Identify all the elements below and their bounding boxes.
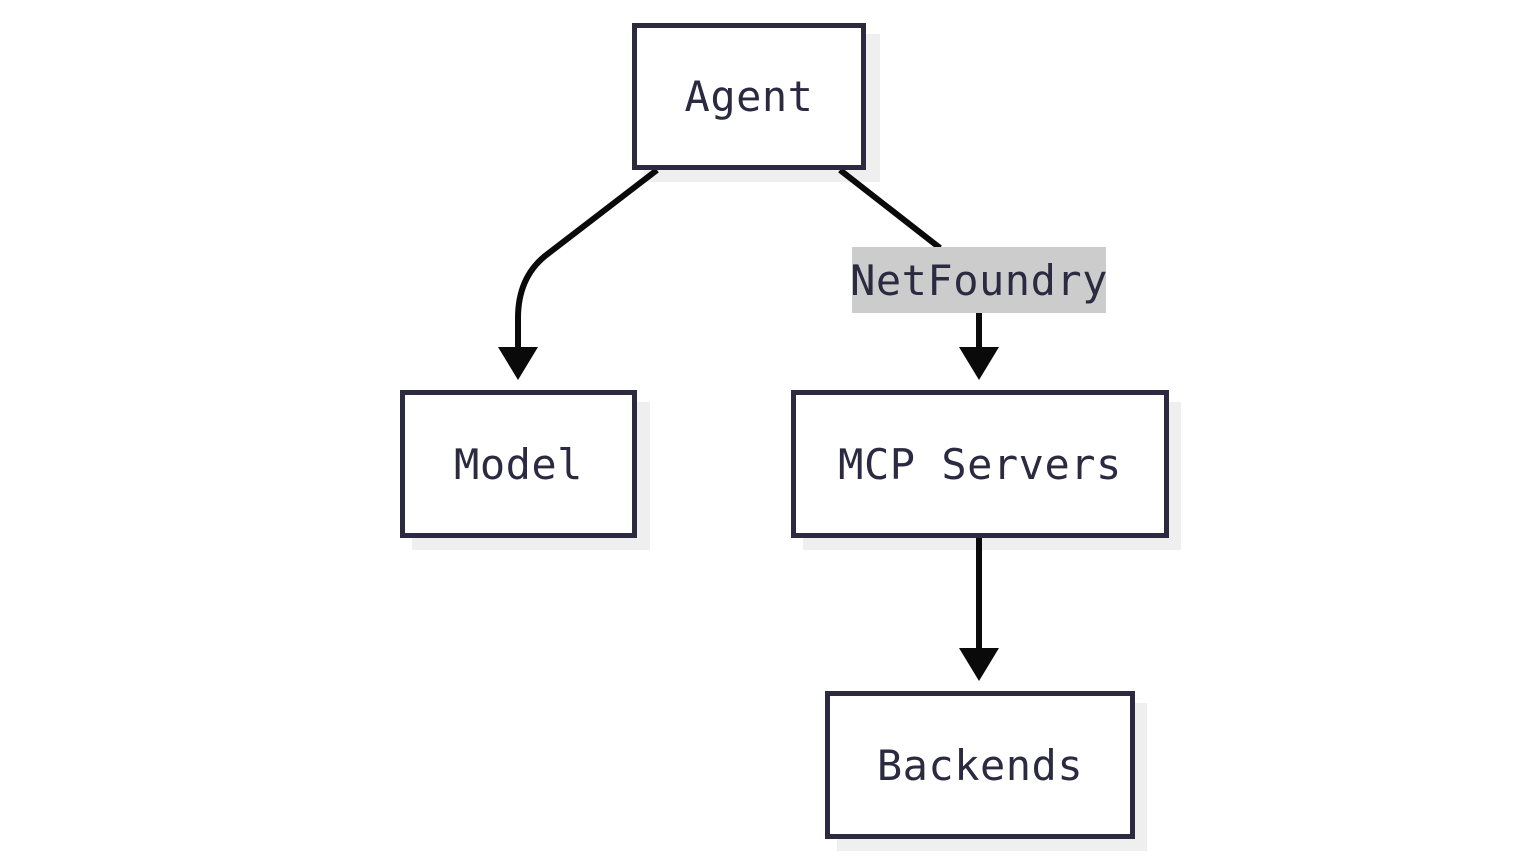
arrowhead-backends (959, 648, 999, 681)
backends-node: Backends (825, 691, 1135, 839)
arrowhead-mcp-servers (959, 347, 999, 380)
mcp-servers-node: MCP Servers (791, 390, 1169, 538)
model-node: Model (400, 390, 637, 538)
agent-node: Agent (632, 23, 866, 170)
edge-agent-to-model (515, 167, 659, 350)
arrowhead-model (498, 347, 538, 380)
edge-label-netfoundry: NetFoundry (850, 247, 1107, 313)
edge-agent-to-mcp-servers (838, 167, 942, 251)
